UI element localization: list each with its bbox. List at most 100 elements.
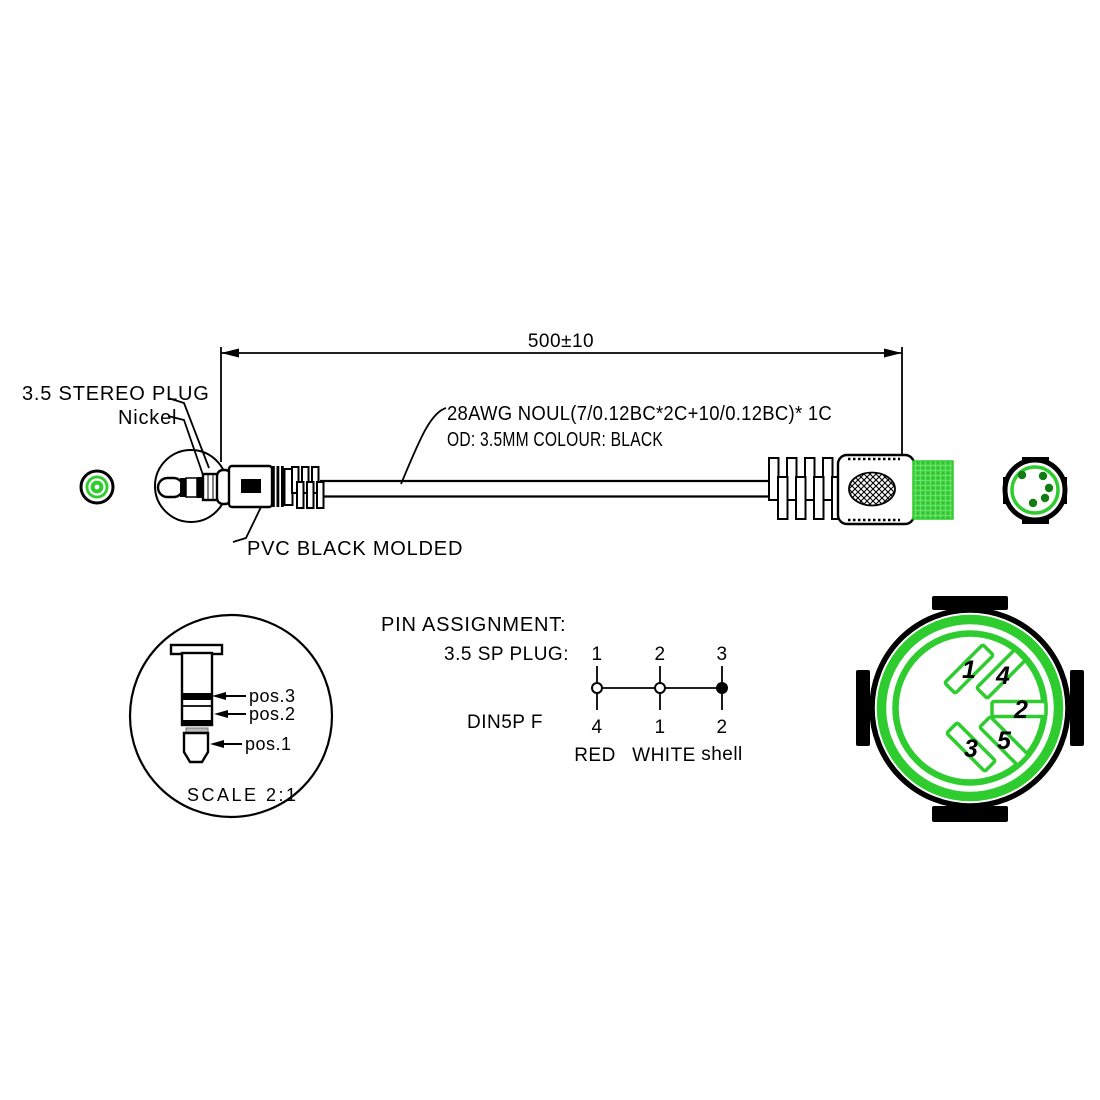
din-face-icon-small [1002, 457, 1068, 524]
fin [296, 481, 305, 509]
pin-assignment-title: PIN ASSIGNMENT: [381, 614, 566, 636]
pos2-label: pos.2 [249, 704, 296, 724]
pos3-label: pos.3 [249, 686, 296, 706]
nickel-leader-line [167, 415, 204, 476]
din-plug-drawing [768, 453, 954, 526]
fin [777, 476, 789, 520]
stereo-plug-drawing [154, 449, 325, 523]
pin-dot [1040, 493, 1050, 503]
slot-rect [978, 715, 1030, 767]
din-slot-3 [945, 721, 997, 773]
slot-rect [943, 643, 995, 695]
slot-rect [975, 648, 1027, 700]
cable-spec-line2: OD: 3.5MM COLOUR: BLACK [447, 429, 663, 451]
pin-dot [1044, 483, 1054, 493]
din-icon-pins [1017, 470, 1054, 508]
cable-spec-leader-line [400, 407, 447, 485]
dimension-arrow-left [221, 348, 239, 358]
dest-pin-2: 1 [654, 717, 665, 738]
wire-label-shell: shell [701, 744, 743, 765]
plug-tip [156, 476, 185, 499]
dimension-label: 500±10 [528, 331, 594, 352]
slot-rect [945, 721, 997, 773]
molded-callout: PVC BLACK MOLDED [232, 506, 463, 560]
din-pin-label-2: 2 [1013, 696, 1028, 724]
node-open-2 [654, 682, 666, 694]
wire-label-red: RED [574, 745, 616, 766]
source-row-label: 3.5 SP PLUG: [444, 644, 569, 665]
plug-detail-view: pos.3 pos.2 pos.1 SCALE 2:1 [128, 613, 334, 819]
dimension-arrow-right [884, 348, 902, 358]
cable-spec: 28AWG NOUL(7/0.12BC*2C+10/0.12BC)* 1C OD… [400, 403, 832, 485]
detail-circle [128, 613, 334, 819]
din-strain-relief [768, 457, 843, 520]
din-face-green-ring-outer [876, 614, 1064, 802]
plug-callouts: 3.5 STEREO PLUG Nickel [22, 383, 210, 476]
plug-title-label: 3.5 STEREO PLUG [22, 383, 210, 405]
din-face-slots [943, 643, 1048, 773]
plug-grip-stripe [272, 466, 275, 507]
fin [306, 481, 315, 509]
fin [316, 481, 325, 509]
wire-label-white: WHITE [632, 745, 696, 766]
plug-ring-band2 [185, 477, 198, 498]
pos1-label: pos.1 [245, 734, 292, 754]
fin [311, 466, 320, 494]
din-face-tab-left [856, 670, 870, 746]
pin-dot [1017, 470, 1027, 480]
plug-leader-line [167, 397, 210, 469]
pos3-arrowhead [212, 692, 226, 700]
din-pin-label-1: 1 [962, 656, 976, 684]
pos2-arrowhead [214, 710, 228, 718]
din-slot-5 [978, 715, 1030, 767]
source-pin-1: 1 [591, 644, 602, 665]
molded-leader-line [232, 506, 262, 543]
din-pin-label-3: 3 [964, 735, 978, 763]
jack-face-icon [79, 469, 115, 505]
jack-face-center-dot [94, 484, 100, 490]
plug-ring-band1 [180, 478, 186, 497]
pos1-arrowhead [210, 740, 224, 748]
detail-plug-body [180, 651, 214, 727]
molded-label: PVC BLACK MOLDED [247, 538, 463, 560]
din-body-grip-oval [848, 471, 896, 507]
din-face-large: 1 4 2 3 5 [856, 596, 1084, 822]
din-face-tab-top [932, 596, 1008, 610]
node-open-1 [591, 682, 603, 694]
pin-dot [1028, 498, 1038, 508]
fin [291, 466, 300, 494]
detail-plug-band-lower [182, 720, 212, 726]
din-face-tab-bottom [932, 806, 1008, 822]
plug-strain-relief [291, 466, 325, 509]
node-filled-3 [716, 682, 728, 694]
pin-assignment: PIN ASSIGNMENT: 3.5 SP PLUG: 1 2 3 DIN5P… [381, 614, 743, 766]
scale-label: SCALE 2:1 [187, 785, 299, 805]
jack-face-white-ring [88, 478, 106, 496]
plug-finish-label: Nickel [118, 407, 177, 429]
din-slot-2 [990, 699, 1048, 719]
source-pin-3: 3 [716, 644, 727, 665]
din-pin-label-5: 5 [997, 727, 1012, 755]
din-slot-4 [975, 648, 1027, 700]
dest-pin-1: 4 [591, 717, 602, 738]
dimension-500: 500±10 [220, 331, 903, 466]
pin-dot [1038, 471, 1048, 481]
fin [813, 476, 825, 520]
cable-line [320, 479, 770, 498]
plug-ring-band3 [197, 477, 203, 498]
din-slot-1 [943, 643, 995, 695]
slot-rect [990, 699, 1048, 719]
cable-spec-line1: 28AWG NOUL(7/0.12BC*2C+10/0.12BC)* 1C [447, 403, 832, 425]
din-pin-label-4: 4 [995, 662, 1010, 690]
detail-plug-band-pos3 [182, 693, 212, 700]
source-pin-2: 2 [654, 644, 665, 665]
fin [795, 476, 807, 520]
din-face-tab-right [1070, 670, 1084, 746]
plug-grip-stripe [281, 466, 284, 507]
plug-grip-stripe [276, 466, 280, 507]
plug-body-label-patch [241, 479, 261, 493]
detail-plug-tip [182, 731, 210, 764]
din-green-shell [912, 460, 954, 520]
